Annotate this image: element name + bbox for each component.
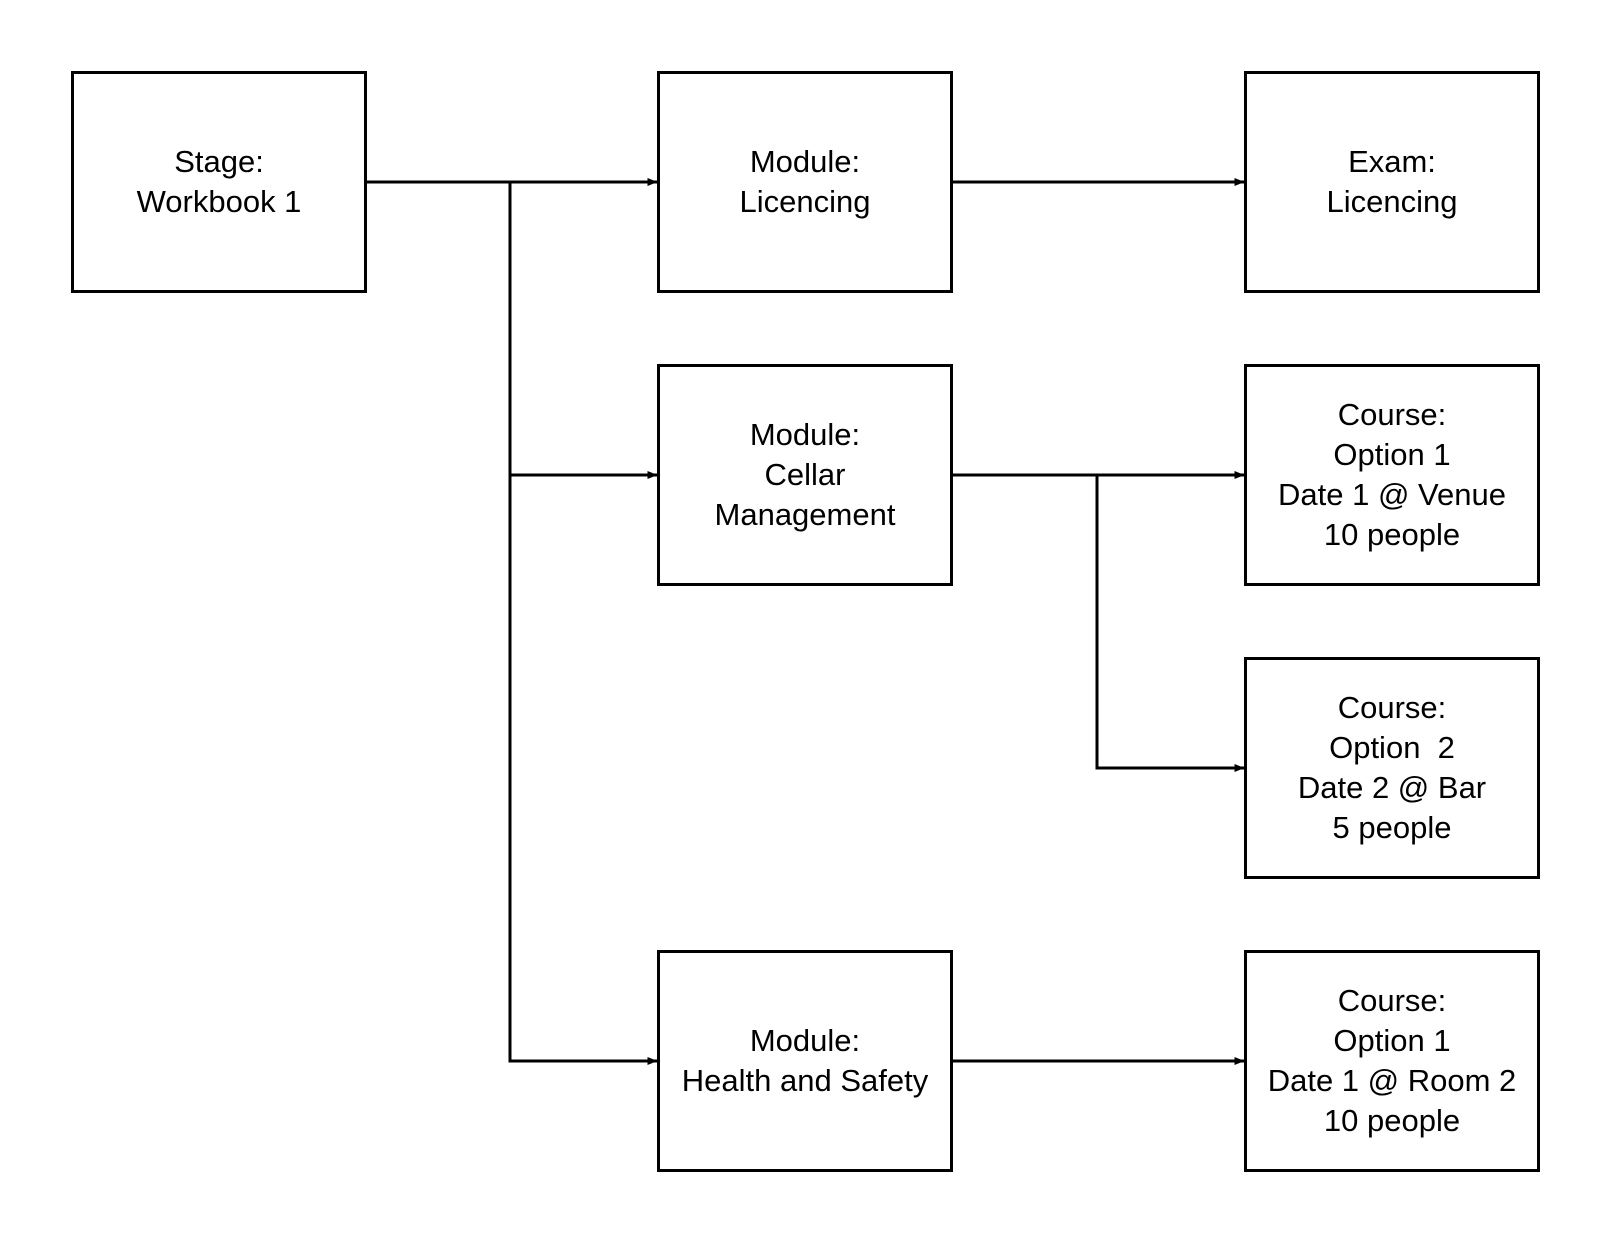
node-course1-line-1: Course: <box>1337 397 1447 432</box>
arrow-stage-to-mod_hs <box>508 475 658 1065</box>
node-module-cellar-line-1: Module: <box>749 417 861 452</box>
arrow-stage-to-mod_cel <box>508 182 658 479</box>
node-stage-workbook: Stage: Workbook 1 <box>71 71 367 293</box>
node-exam-line-2: Licencing <box>1326 184 1458 219</box>
node-course-option-1-room-2: Course: Option 1 Date 1 @ Room 2 10 peop… <box>1244 950 1540 1172</box>
node-course3-line-3: Date 1 @ Room 2 <box>1267 1063 1517 1098</box>
node-course3-line-2: Option 1 <box>1333 1023 1451 1058</box>
node-module-licencing: Module: Licencing <box>657 71 953 293</box>
edges-group <box>367 178 1245 1065</box>
node-course-option-1-venue: Course: Option 1 Date 1 @ Venue 10 peopl… <box>1244 364 1540 586</box>
node-course1-line-3: Date 1 @ Venue <box>1278 477 1506 512</box>
node-module-health-and-safety: Module: Health and Safety <box>657 950 953 1172</box>
node-module-hs-line-2: Health and Safety <box>681 1063 929 1098</box>
node-exam-licencing: Exam: Licencing <box>1244 71 1540 293</box>
node-course3-line-4: 10 people <box>1323 1103 1461 1138</box>
node-course1-line-2: Option 1 <box>1333 437 1451 472</box>
node-module-hs-line-1: Module: <box>749 1023 861 1058</box>
node-stage-line-2: Workbook 1 <box>136 184 302 219</box>
node-module-licencing-line-1: Module: <box>749 144 861 179</box>
node-module-cellar-management: Module: Cellar Management <box>657 364 953 586</box>
node-course2-line-2: Option 2 <box>1329 730 1455 765</box>
node-exam-line-1: Exam: <box>1348 144 1436 179</box>
arrow-mod_cel-to-course2 <box>1095 475 1245 772</box>
node-course2-line-3: Date 2 @ Bar <box>1297 770 1487 805</box>
node-stage-line-1: Stage: <box>174 144 264 179</box>
node-course2-line-4: 5 people <box>1332 810 1452 845</box>
node-course-option-2-bar: Course: Option 2 Date 2 @ Bar 5 people <box>1244 657 1540 879</box>
node-course1-line-4: 10 people <box>1323 517 1461 552</box>
node-course3-line-1: Course: <box>1337 983 1447 1018</box>
node-course2-line-1: Course: <box>1337 690 1447 725</box>
node-module-cellar-line-3: Management <box>714 497 896 532</box>
node-module-cellar-line-2: Cellar <box>764 457 846 492</box>
node-module-licencing-line-2: Licencing <box>739 184 871 219</box>
